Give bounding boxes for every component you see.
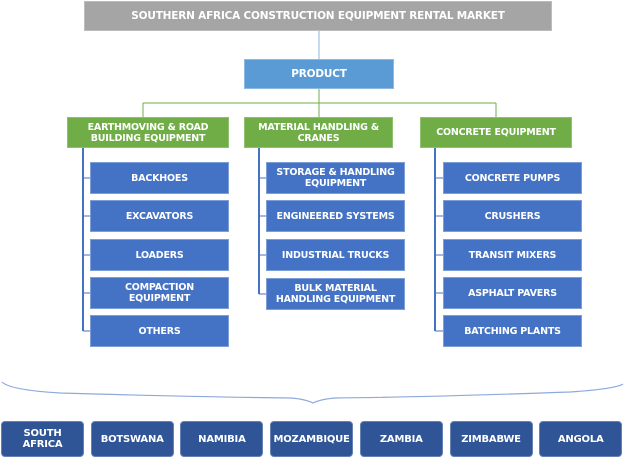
product-item-node: LOADERS — [90, 239, 229, 271]
country-node: ANGOLA — [539, 421, 623, 457]
product-item-node: OTHERS — [90, 315, 229, 347]
diagram-title: SOUTHERN AFRICA CONSTRUCTION EQUIPMENT R… — [84, 1, 552, 31]
category-node: EARTHMOVING & ROAD BUILDING EQUIPMENT — [67, 117, 229, 148]
product-item-node: TRANSIT MIXERS — [443, 239, 582, 271]
product-item-node: BATCHING PLANTS — [443, 315, 582, 347]
country-node: SOUTH AFRICA — [1, 421, 84, 457]
product-item-node: INDUSTRIAL TRUCKS — [266, 239, 405, 271]
country-node: NAMIBIA — [180, 421, 264, 457]
product-item-node: CRUSHERS — [443, 200, 582, 232]
product-item-node: STORAGE & HANDLING EQUIPMENT — [266, 162, 405, 194]
product-item-node: ENGINEERED SYSTEMS — [266, 200, 405, 232]
product-item-node: ASPHALT PAVERS — [443, 277, 582, 309]
product-item-node: BULK MATERIAL HANDLING EQUIPMENT — [266, 278, 405, 310]
product-item-node: BACKHOES — [90, 162, 229, 194]
product-node: PRODUCT — [244, 59, 394, 89]
country-node: ZAMBIA — [359, 421, 443, 457]
category-node: MATERIAL HANDLING & CRANES — [244, 117, 393, 148]
country-node: MOZAMBIQUE — [270, 421, 354, 457]
category-node: CONCRETE EQUIPMENT — [420, 117, 572, 148]
product-item-node: COMPACTION EQUIPMENT — [90, 277, 229, 309]
product-item-node: CONCRETE PUMPS — [443, 162, 582, 194]
country-node: BOTSWANA — [90, 421, 174, 457]
product-item-node: EXCAVATORS — [90, 200, 229, 232]
country-node: ZIMBABWE — [449, 421, 533, 457]
countries-brace — [1, 381, 624, 404]
